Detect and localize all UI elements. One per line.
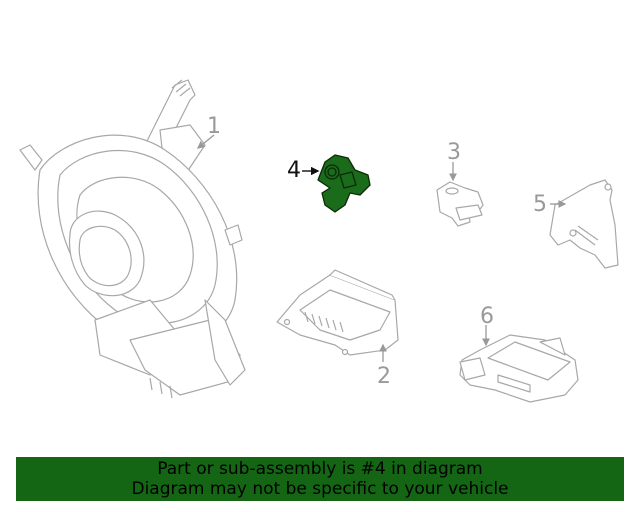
callout-label-6: 6: [480, 304, 494, 329]
callout-label-1: 1: [207, 114, 221, 139]
banner-line-part: Part or sub-assembly is #4 in diagram: [157, 459, 483, 479]
callout-label-5: 5: [533, 192, 547, 217]
part-6-occupant-sensor-module[interactable]: [459, 334, 579, 403]
callout-label-3: 3: [447, 140, 461, 165]
part-3-impact-sensor[interactable]: [436, 181, 484, 227]
part-4-impact-sensor[interactable]: [317, 154, 371, 213]
callout-label-4: 4: [287, 158, 301, 183]
banner-line-disclaimer: Diagram may not be specific to your vehi…: [131, 479, 509, 499]
callout-1: [196, 134, 215, 149]
part-2-airbag-control-module[interactable]: [276, 269, 399, 356]
part-1-clock-spring[interactable]: [19, 79, 246, 399]
part-notice-banner: Part or sub-assembly is #4 in diagram Di…: [16, 457, 624, 501]
callout-label-2: 2: [377, 364, 391, 389]
part-5-sensor-bracket[interactable]: [549, 179, 619, 269]
